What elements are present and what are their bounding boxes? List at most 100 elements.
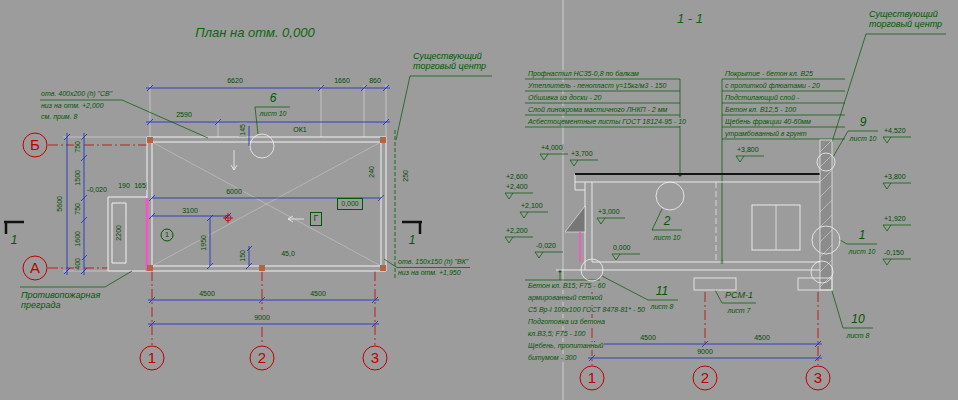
- note-text: низ на отм. +1,950: [397, 269, 462, 277]
- fire-barrier: [579, 232, 581, 262]
- leader-line: [20, 34, 946, 328]
- note-text: отв. 400х200 (h) "СВ": [40, 90, 113, 98]
- node-label: 2: [258, 350, 266, 367]
- callout-number: 1: [408, 234, 417, 247]
- slope-box: Г: [310, 212, 323, 226]
- note-text: лист 7: [726, 307, 751, 315]
- note-text: Существующий торговый центр: [412, 52, 494, 72]
- callout-number: 11: [655, 285, 669, 298]
- dimension-text: 6620: [226, 77, 244, 85]
- bubble-circle: [250, 346, 274, 370]
- fire-barrier: [146, 198, 149, 271]
- dimension-text: -0,150: [883, 249, 905, 257]
- section-ground-line: [556, 174, 822, 270]
- dimension-text: 190: [117, 182, 131, 190]
- grid-axis-bubble: 2: [692, 365, 718, 391]
- dimension-text: 145: [239, 123, 247, 137]
- note-text: Обшивка из доски - 20: [527, 94, 602, 102]
- extension-line: [63, 84, 386, 271]
- dimension-line: [64, 85, 822, 361]
- note-text: Подготовка из бетона: [527, 318, 606, 326]
- dimension-text: 250: [402, 169, 410, 183]
- detail-callout-circle: [811, 261, 833, 283]
- footing: [694, 278, 736, 290]
- dimension-text: +2,600: [505, 173, 529, 181]
- callout-number: 6: [269, 92, 278, 105]
- roof-diagonal: [152, 142, 381, 266]
- note-text: Утеплитель - пенопласт γ=15кг/м3 - 150: [527, 82, 667, 90]
- dimension-text: +3,800: [883, 173, 907, 181]
- dimension-text: 0,000: [612, 244, 632, 252]
- dimension-text: 750: [74, 140, 82, 154]
- callout-number: 9: [859, 116, 868, 129]
- note-text: Асбестоцементные листы ГОСТ 18124-95 - 1…: [527, 118, 687, 126]
- note-text: Щебень фракции 40-60мм: [724, 118, 812, 126]
- section-cut-mark: [4, 222, 422, 234]
- bubble-circle: [693, 366, 717, 390]
- node-label: Г: [314, 214, 319, 224]
- bubble-circle: [806, 366, 830, 390]
- center-mark: [223, 213, 233, 223]
- dimension-text: +3,000: [597, 208, 621, 216]
- existing-building-wall: [820, 140, 832, 290]
- note-text: лист 10: [259, 110, 288, 118]
- dimension-text: 860: [368, 77, 382, 85]
- dimension-text: -0,020: [535, 242, 557, 250]
- dimension-text: 165: [133, 182, 147, 190]
- note-text: лист 10: [848, 248, 877, 256]
- dimension-text: 1500: [74, 169, 82, 187]
- detail-callout-circle: [656, 182, 684, 210]
- node-label: 1: [148, 350, 156, 367]
- dimension-text: 150: [239, 249, 247, 263]
- bubble-circle: [23, 133, 47, 157]
- existing-building-line: [395, 130, 396, 278]
- note-text: низ на отм. +2,000: [40, 102, 105, 110]
- grid-axis-bubble: 3: [362, 345, 388, 371]
- dimension-text: 1660: [333, 77, 351, 85]
- note-text: лист 8: [649, 303, 674, 311]
- note-text: Бетон кл. В15; F75 - 60: [527, 282, 606, 290]
- note-text: С5 Вр-I 100х100 ГОСТ 8478-81* - 50: [527, 306, 646, 314]
- dimension-text: +3,700: [570, 150, 594, 158]
- dimension-text: 4500: [198, 290, 216, 298]
- grid-axis-bubble: Б: [22, 132, 48, 158]
- bubble-circle: [161, 229, 173, 241]
- node-label: 3: [371, 350, 379, 367]
- drawing-title: План на отм. 0,000: [194, 26, 315, 40]
- column: [259, 265, 265, 271]
- detail-callout-circle: [581, 259, 603, 281]
- room-number: 1: [160, 228, 174, 242]
- note-text: лист 10: [849, 135, 878, 143]
- grid-axis-bubble: 2: [249, 345, 275, 371]
- note-text: Бетон кл. В12,5 - 100: [724, 106, 797, 114]
- note-text: Покрытие - бетон кл. В25: [724, 70, 814, 78]
- grid-axis-bubble: 1: [139, 345, 165, 371]
- column-axis: [716, 182, 717, 262]
- grid-axis-line: [48, 145, 818, 365]
- note-text: отв. 150х150 (h) "ВК": [397, 258, 469, 266]
- node-label: 1: [165, 231, 169, 240]
- dimension-text: 750: [74, 202, 82, 216]
- dimension-text: 1600: [74, 230, 82, 248]
- dimension-text: 2590: [175, 111, 193, 119]
- note-text: Щебень, пропитанный: [527, 342, 604, 350]
- column: [380, 137, 386, 143]
- note-text: армированный сеткой: [527, 294, 604, 302]
- node-label: 2: [701, 370, 709, 387]
- section-title: 1 - 1: [676, 12, 704, 26]
- bubble-circle: [23, 256, 47, 280]
- callout-number: 10: [850, 313, 865, 326]
- entrance-steps: [565, 206, 585, 232]
- column: [380, 265, 386, 271]
- dimension-text: +4,520: [883, 127, 907, 135]
- dimension-text: 400: [74, 257, 82, 271]
- dimension-text: ОК1: [292, 126, 307, 134]
- detail-callout-circle: [817, 153, 835, 171]
- note-text: Противопожарная преграда: [20, 291, 112, 311]
- dimension-text: 45,0: [280, 250, 296, 258]
- dimension-text: +1,920: [883, 215, 907, 223]
- grid-axis-bubble: А: [22, 255, 48, 281]
- dimension-text: -0,020: [86, 186, 108, 194]
- grid-axis-bubble: 1: [579, 365, 605, 391]
- note-text: Слой линокрома мастичного ЛНКП - 2 мм: [527, 106, 668, 114]
